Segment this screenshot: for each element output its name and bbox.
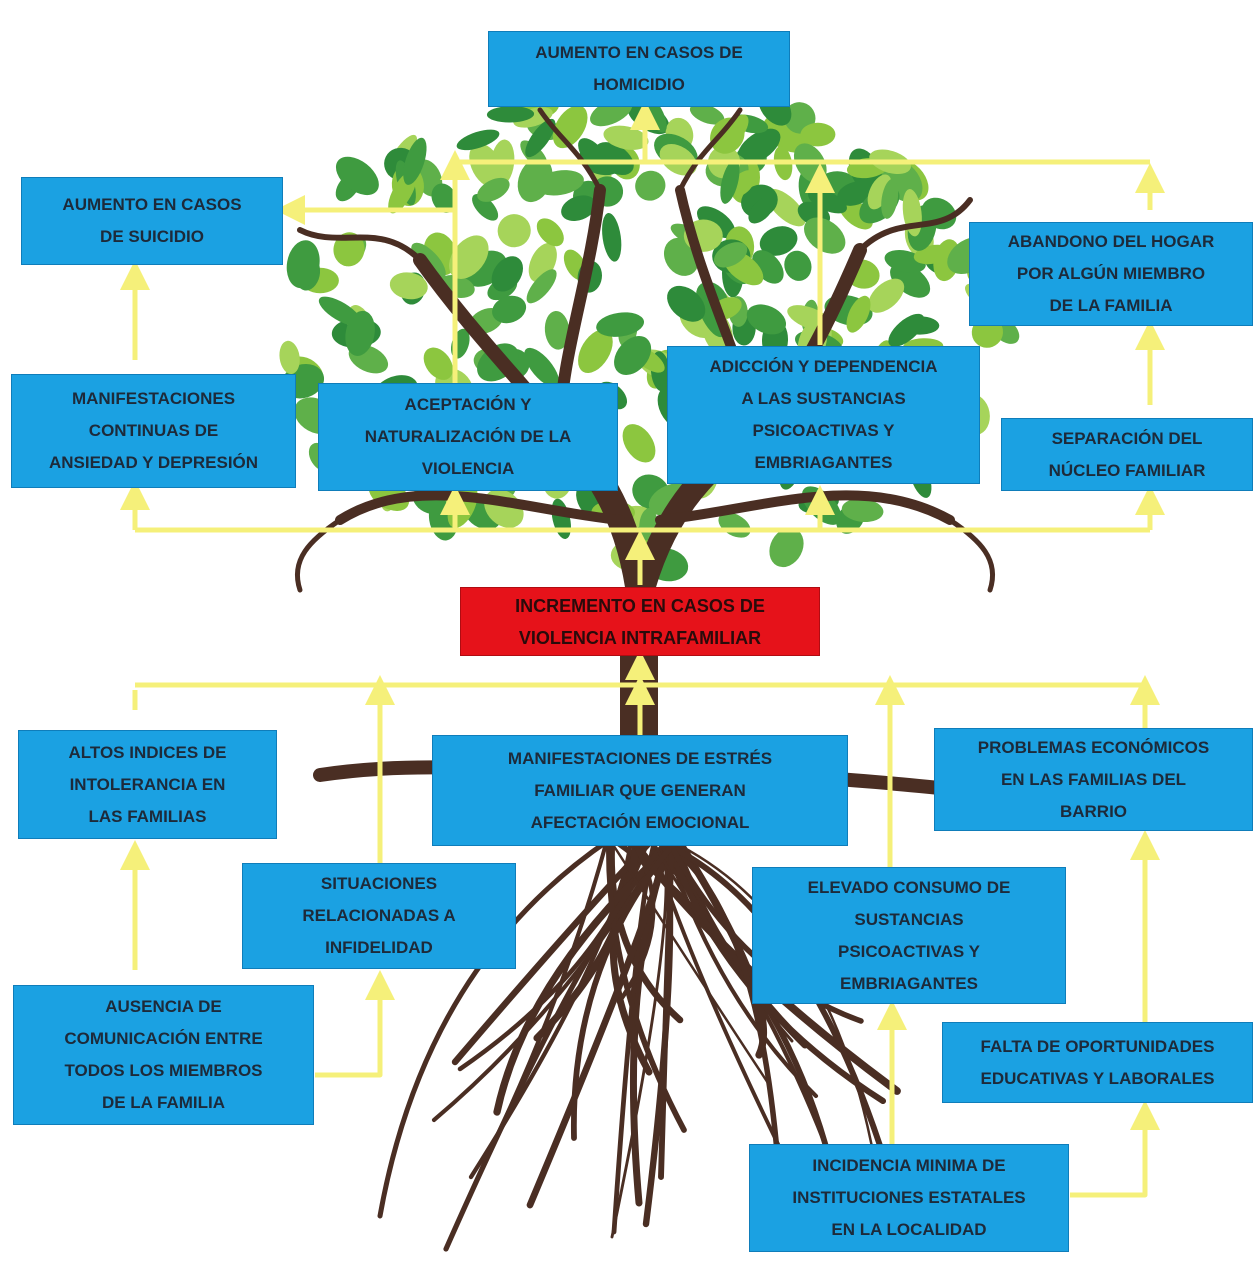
- tree-root: [608, 838, 770, 1085]
- cause-intolerance-box: ALTOS INDICES DE INTOLERANCIA EN LAS FAM…: [18, 730, 277, 839]
- tree-leaf: [544, 310, 570, 350]
- tree-leaf: [769, 527, 804, 568]
- tree-foliage: [279, 85, 1020, 582]
- tree-leaf: [837, 181, 874, 206]
- effect-anxiety-depression-box: MANIFESTACIONES CONTINUAS DE ANSIEDAD Y …: [11, 374, 296, 488]
- effect-suicide-box: AUMENTO EN CASOS DE SUICIDIO: [21, 177, 283, 265]
- tree-root: [570, 837, 680, 1141]
- tree-leaf: [746, 304, 787, 335]
- tree-leaf: [804, 217, 846, 254]
- tree-leaf: [800, 122, 836, 147]
- tree-leaf: [389, 272, 428, 300]
- tree-root: [377, 837, 612, 1219]
- tree-leaf: [784, 250, 812, 281]
- tree-leaf: [726, 114, 749, 143]
- effect-family-separation-box: SEPARACIÓN DEL NÚCLEO FAMILIAR: [1001, 418, 1253, 491]
- tree-leaf: [423, 347, 453, 380]
- tree-leaf: [846, 295, 871, 333]
- tree-leaf: [713, 242, 748, 268]
- tree-leaf: [720, 159, 740, 204]
- tree-root: [606, 837, 687, 1133]
- tree-leaf: [635, 170, 666, 201]
- cause-family-stress-box: MANIFESTACIONES DE ESTRÉS FAMILIAR QUE G…: [432, 735, 848, 846]
- effect-home-abandonment-box: ABANDONO DEL HOGAR POR ALGÚN MIEMBRO DE …: [969, 222, 1253, 326]
- effect-homicide-box: AUMENTO EN CASOS DE HOMICIDIO: [488, 31, 790, 107]
- tree-leaf: [497, 214, 531, 248]
- tree-leaf: [526, 269, 557, 304]
- tree-leaf: [431, 183, 457, 213]
- cause-lack-of-opportunities-box: FALTA DE OPORTUNIDADES EDUCATIVAS Y LABO…: [942, 1022, 1253, 1103]
- tree-leaf: [697, 206, 736, 239]
- tree-leaf: [536, 218, 564, 247]
- tree-leaf: [335, 156, 379, 196]
- cause-state-institutions-box: INCIDENCIA MINIMA DE INSTITUCIONES ESTAT…: [749, 1144, 1069, 1252]
- tree-leaf: [534, 170, 584, 196]
- tree-leaf: [689, 103, 725, 125]
- tree-leaf: [477, 177, 510, 202]
- tree-leaf: [614, 336, 652, 375]
- tree-leaf: [286, 240, 320, 289]
- tree-leaf: [603, 125, 649, 150]
- tree-leaf: [737, 128, 781, 165]
- tree-leaf: [748, 196, 775, 224]
- tree-leaf: [602, 213, 622, 262]
- tree-leaf: [491, 256, 524, 292]
- cause-economic-problems-box: PROBLEMAS ECONÓMICOS EN LAS FAMILIAS DEL…: [934, 728, 1253, 831]
- tree-leaf: [345, 310, 375, 356]
- tree-root: [616, 837, 656, 1005]
- tree-leaf: [841, 498, 884, 523]
- tree-leaf: [524, 347, 560, 388]
- core-problem-box: INCREMENTO EN CASOS DE VIOLENCIA INTRAFA…: [460, 587, 820, 656]
- tree-leaf: [456, 129, 500, 151]
- effect-violence-normalization-box: ACEPTACIÓN Y NATURALIZACIÓN DE LA VIOLEN…: [318, 383, 618, 491]
- tree-leaf: [578, 329, 613, 374]
- tree-leaf: [472, 193, 499, 221]
- tree-leaf: [492, 295, 527, 324]
- tree-leaf: [622, 424, 656, 463]
- tree-root: [658, 837, 675, 1180]
- tree-leaf: [759, 226, 798, 256]
- tree-leaf: [561, 195, 597, 221]
- tree-root: [650, 838, 794, 1043]
- cause-substance-use-box: ELEVADO CONSUMO DE SUSTANCIAS PSICOACTIV…: [752, 867, 1066, 1004]
- tree-roots: [377, 836, 912, 1252]
- tree-leaf: [403, 137, 427, 185]
- arrow-connectors: [120, 100, 1165, 1198]
- tree-leaf: [667, 285, 706, 322]
- effect-addiction-box: ADICCIÓN Y DEPENDENCIA A LAS SUSTANCIAS …: [667, 346, 980, 484]
- cause-infidelity-box: SITUACIONES RELACIONADAS A INFIDELIDAD: [242, 863, 516, 969]
- tree-leaf: [318, 296, 362, 327]
- tree-leaf: [279, 340, 300, 374]
- cause-lack-of-communication-box: AUSENCIA DE COMUNICACIÓN ENTRE TODOS LOS…: [13, 985, 314, 1125]
- tree-root: [431, 837, 669, 1123]
- tree-leaf: [486, 106, 535, 123]
- tree-leaf: [868, 278, 905, 313]
- tree-leaf: [888, 313, 925, 347]
- tree-leaf: [525, 118, 556, 158]
- tree-leaf: [551, 498, 571, 539]
- tree-leaf: [333, 232, 365, 267]
- tree-leaf: [449, 235, 489, 279]
- tree-leaf: [596, 312, 645, 337]
- tree-leaf: [881, 178, 899, 219]
